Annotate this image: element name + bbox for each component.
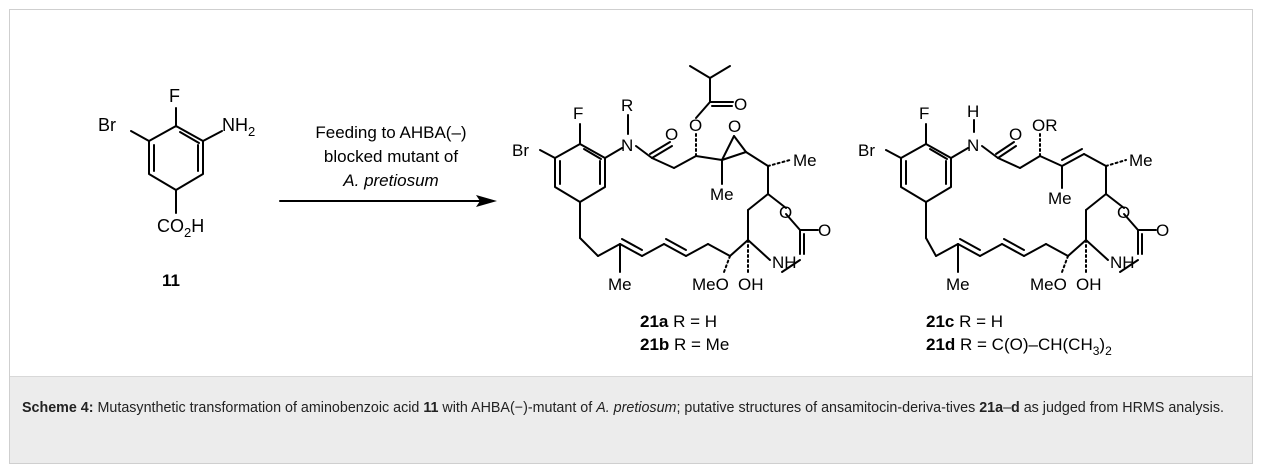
caption-text-3: ; putative structures of ansamitocin-der… [676,400,980,416]
atom-br: Br [858,141,875,160]
compound-number-11: 11 [162,271,180,290]
reaction-arrow: Feeding to AHBA(–) blocked mutant of A. … [279,123,497,207]
figure-caption: Scheme 4: Mutasynthetic transformation o… [10,376,1252,463]
atom-o-ester: O [689,116,702,135]
atom-o-carbonyl: O [734,95,747,114]
caption-species: A. pretiosum [596,400,677,416]
atom-oh: OH [738,275,764,294]
atom-o-carbamate: O [1156,221,1169,240]
atom-meo: MeO [692,275,729,294]
atom-o-ring: O [1117,203,1130,222]
product-21cd-structure: F Br H N O OR Me Me O O NH Me MeO OH 21c… [858,102,1169,358]
caption-compound-21a: 21a [979,400,1004,416]
atom-me-top: Me [1129,151,1153,170]
atom-n: N [967,136,979,155]
atom-h: H [967,102,979,121]
atom-o-carbamate: O [818,221,831,240]
caption-dash: – [1003,400,1012,416]
atom-br: Br [98,115,116,135]
atom-nh: NH [772,253,797,272]
arrow-condition-line1: Feeding to AHBA(–) [315,123,466,142]
atom-me-epoxide: Me [710,185,734,204]
atom-o-ring: O [779,203,792,222]
atom-f: F [919,104,929,123]
arrow-condition-line3: A. pretiosum [342,171,438,190]
atom-me-top: Me [793,151,817,170]
atom-me-low: Me [946,275,970,294]
scheme-drawing: F Br NH2 CO2H 11 Feeding to AHBA(–) bloc… [10,10,1252,376]
caption-compound-11: 11 [423,400,439,416]
reactant-11-structure: F Br NH2 CO2H 11 [98,86,255,290]
atom-o-amide: O [665,125,678,144]
atom-n: N [621,136,633,155]
product-label-21b: 21b R = Me [640,335,729,354]
atom-me-low: Me [608,275,632,294]
caption-text-1: Mutasynthetic transformation of aminoben… [93,400,424,416]
atom-f: F [573,104,583,123]
atom-br: Br [512,141,529,160]
atom-o-epoxide: O [728,117,741,136]
atom-nh: NH [1110,253,1135,272]
atom-or: OR [1032,116,1058,135]
atom-meo: MeO [1030,275,1067,294]
product-label-21c: 21c R = H [926,312,1003,331]
atom-f: F [169,86,180,106]
atom-co2h: CO2H [157,216,204,240]
caption-compound-d: d [1011,400,1020,416]
caption-label: Scheme 4: [22,400,94,416]
caption-text-2: with AHBA(−)-mutant of [438,400,597,416]
atom-r: R [621,96,633,115]
atom-nh2: NH2 [222,115,255,139]
product-label-21a: 21a R = H [640,312,717,331]
scheme-figure: F Br NH2 CO2H 11 Feeding to AHBA(–) bloc… [9,9,1253,464]
arrow-condition-line2: blocked mutant of [324,147,458,166]
atom-me-mid: Me [1048,189,1072,208]
product-21ab-structure: F Br R N O O O O Me Me O O NH Me MeO OH … [512,65,831,354]
atom-o-amide: O [1009,125,1022,144]
product-label-21d: 21d R = C(O)–CH(CH3)2 [926,335,1112,358]
caption-text-4: as judged from HRMS analysis. [1019,400,1224,416]
atom-oh: OH [1076,275,1102,294]
